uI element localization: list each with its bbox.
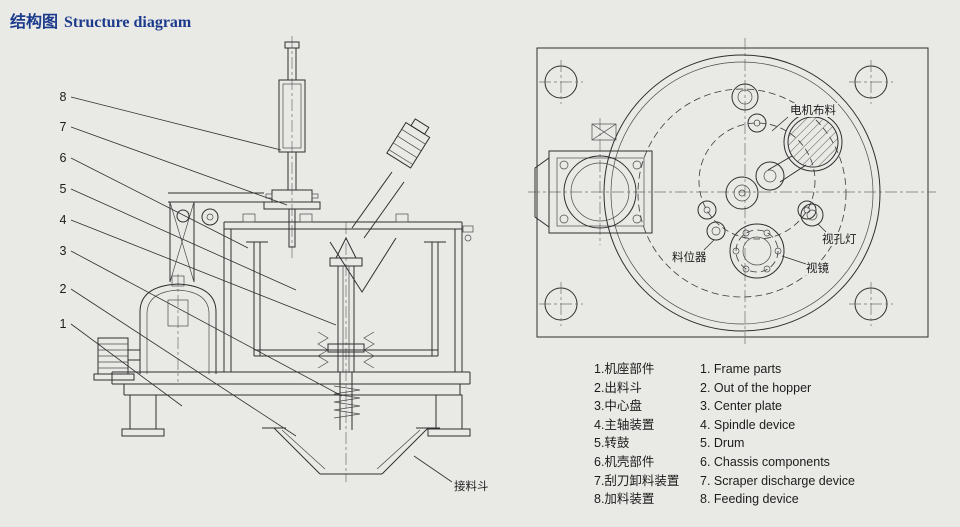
- motor-plan: [755, 112, 843, 191]
- auxiliary-motor: [93, 337, 141, 381]
- callout-6: 6: [60, 151, 249, 249]
- legend-item-zh: 6.机壳部件: [594, 454, 655, 469]
- legend-item-zh: 1.机座部件: [594, 362, 655, 376]
- svg-text:1: 1: [60, 317, 67, 331]
- callout-3: 3: [60, 244, 343, 397]
- legend-item-zh: 4.主轴装置: [594, 417, 655, 432]
- svg-text:5: 5: [60, 182, 67, 196]
- legend-item-en: 8. Feeding device: [700, 492, 799, 507]
- legend-item-en: 3. Center plate: [700, 399, 782, 414]
- sight-lamp-label: 视孔灯: [822, 232, 857, 246]
- motor-label: 电机布料: [790, 103, 836, 117]
- drum-plan-circle: [603, 54, 881, 332]
- svg-text:8: 8: [60, 90, 67, 104]
- centerlines-left: [177, 36, 347, 482]
- legend-column-en: 1. Frame parts 2. Out of the hopper 3. C…: [700, 360, 855, 509]
- hopper-label: 接料斗: [454, 479, 489, 493]
- page-title-zh: 结构图: [10, 14, 59, 31]
- scraper-hydraulic-cylinder: [263, 41, 321, 248]
- feeding-device: [329, 118, 431, 293]
- motor-label-group: 电机布料: [771, 103, 838, 132]
- sight-lamp-label-group: 视孔灯: [817, 223, 860, 246]
- legend-item-en: 4. Spindle device: [700, 417, 796, 432]
- discharge-funnel: [262, 427, 440, 475]
- callout-8: 8: [60, 90, 282, 151]
- svg-text:4: 4: [60, 213, 67, 227]
- hopper-label-group: 接料斗: [413, 455, 489, 493]
- left-flange-assembly: [534, 123, 653, 234]
- legend-item-zh: 8.加料装置: [594, 492, 655, 507]
- callout-7: 7: [60, 120, 288, 206]
- legend-item-zh: 2.出料斗: [594, 380, 642, 395]
- callouts: 8 7 6 5 4: [60, 90, 343, 437]
- parts-legend: 1.机座部件 2.出料斗 3.中心盘 4.主轴装置 5.转鼓 6.机壳部件 7.…: [594, 360, 855, 509]
- svg-text:6: 6: [60, 151, 67, 165]
- legend-item-en: 6. Chassis components: [700, 454, 830, 469]
- support-bracket: [168, 192, 264, 283]
- machine-casing: [223, 213, 474, 372]
- page-title-en: Structure diagram: [64, 14, 192, 31]
- drum: [246, 241, 446, 357]
- base-frame: [111, 371, 471, 437]
- level-indicator: [706, 221, 726, 241]
- centerlines-right: [528, 38, 936, 346]
- sight-glass: [729, 223, 785, 279]
- svg-text:3: 3: [60, 244, 67, 258]
- level-indicator-label-group: 料位器: [670, 239, 715, 264]
- legend-item-zh: 3.中心盘: [594, 399, 642, 414]
- svg-text:2: 2: [60, 282, 67, 296]
- legend-item-en: 2. Out of the hopper: [700, 380, 812, 395]
- legend-item-zh: 5.转鼓: [594, 436, 630, 451]
- sight-glass-label: 视镜: [806, 261, 829, 275]
- dome-cover: [139, 275, 217, 374]
- legend-item-en: 7. Scraper discharge device: [700, 473, 855, 488]
- right-drawing-top-view: 电机布料 视孔灯 视镜 料位器: [528, 38, 936, 346]
- center-hub: [697, 113, 817, 220]
- page-title: 结构图 Structure diagram: [10, 8, 191, 32]
- callout-2: 2: [60, 282, 297, 437]
- legend-column-zh: 1.机座部件 2.出料斗 3.中心盘 4.主轴装置 5.转鼓 6.机壳部件 7.…: [594, 360, 700, 509]
- svg-text:7: 7: [60, 120, 67, 134]
- level-indicator-label: 料位器: [672, 250, 707, 264]
- sight-glass-label-group: 视镜: [781, 255, 832, 275]
- left-drawing-side-view: 接料斗 8 7 6 5: [60, 36, 489, 493]
- callout-1: 1: [60, 317, 183, 407]
- sight-lamp: [800, 203, 824, 227]
- legend-item-en: 1. Frame parts: [700, 362, 782, 376]
- callout-4: 4: [60, 213, 337, 326]
- mounting-holes: [539, 60, 893, 326]
- legend-item-zh: 7.刮刀卸料装置: [594, 473, 680, 488]
- legend-item-en: 5. Drum: [700, 436, 745, 451]
- callout-5: 5: [60, 182, 297, 291]
- plan-labels: 电机布料 视孔灯 视镜 料位器: [670, 103, 860, 275]
- plan-outer-frame: [536, 47, 929, 338]
